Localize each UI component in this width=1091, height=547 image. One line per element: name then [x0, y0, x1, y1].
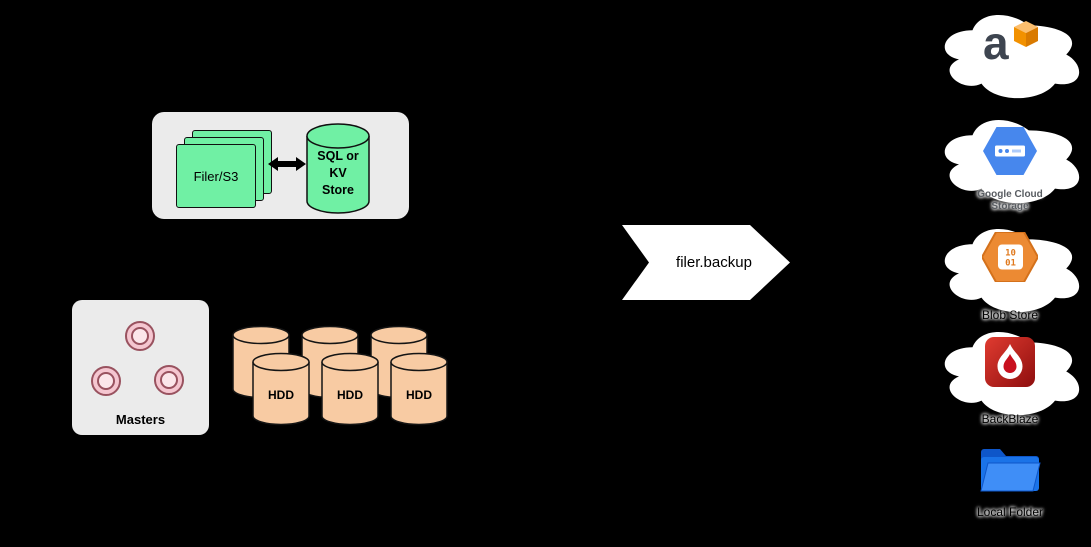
filer-label: Filer/S3 — [193, 168, 239, 184]
filer-cluster-panel: Filer/S3 SQL or KV Store — [152, 112, 409, 219]
filer-stack: Filer/S3 — [176, 130, 276, 214]
destination-aws-s3: a — [935, 6, 1085, 118]
filer-card-front: Filer/S3 — [176, 144, 256, 208]
filer-backup-label: filer.backup — [676, 254, 752, 271]
destination-blob-store: 10 01 Blob Store — [935, 220, 1085, 332]
hdd-cylinder: HDD — [321, 352, 379, 426]
blob-binary-line2: 01 — [1005, 259, 1016, 269]
blob-binary-line1: 10 — [1005, 249, 1016, 259]
bidirectional-arrow-icon — [268, 156, 306, 172]
hdd-cylinder: HDD — [252, 352, 310, 426]
hdd-label: HDD — [268, 388, 294, 402]
destination-google-cloud-storage: Google Cloud Storage — [935, 111, 1085, 223]
backblaze-label: BackBlaze — [981, 412, 1039, 426]
sql-kv-store-label: SQL or KV Store — [317, 149, 359, 197]
hdd-label: HDD — [337, 388, 363, 402]
destination-backblaze: BackBlaze — [935, 323, 1085, 435]
master-node-icon — [91, 366, 121, 396]
blob-store-label: Blob Store — [981, 308, 1039, 322]
cloud-shape-icon — [944, 15, 1080, 99]
masters-label: Masters — [115, 412, 166, 427]
google-cloud-storage-label: Google Cloud Storage — [977, 189, 1043, 212]
filer-backup-arrow: filer.backup — [622, 225, 790, 300]
hdd-cylinder: HDD — [390, 352, 448, 426]
destination-local-folder: Local Folder — [972, 441, 1048, 537]
sql-kv-store-cylinder: SQL or KV Store — [306, 123, 370, 215]
azure-blob-store-icon: 10 01 — [982, 232, 1038, 282]
google-cloud-storage-icon — [983, 127, 1037, 175]
aws-s3-icon: a — [977, 16, 1043, 78]
aws-letter: a — [983, 17, 1009, 69]
master-node-icon — [125, 321, 155, 351]
hdd-label: HDD — [406, 388, 432, 402]
local-folder-label: Local Folder — [976, 505, 1044, 519]
blue-folder-icon — [980, 449, 1041, 492]
backblaze-flame-icon — [985, 337, 1035, 387]
aws-cube-icon — [1014, 21, 1038, 47]
master-node-icon — [154, 365, 184, 395]
masters-panel: Masters — [72, 300, 209, 435]
